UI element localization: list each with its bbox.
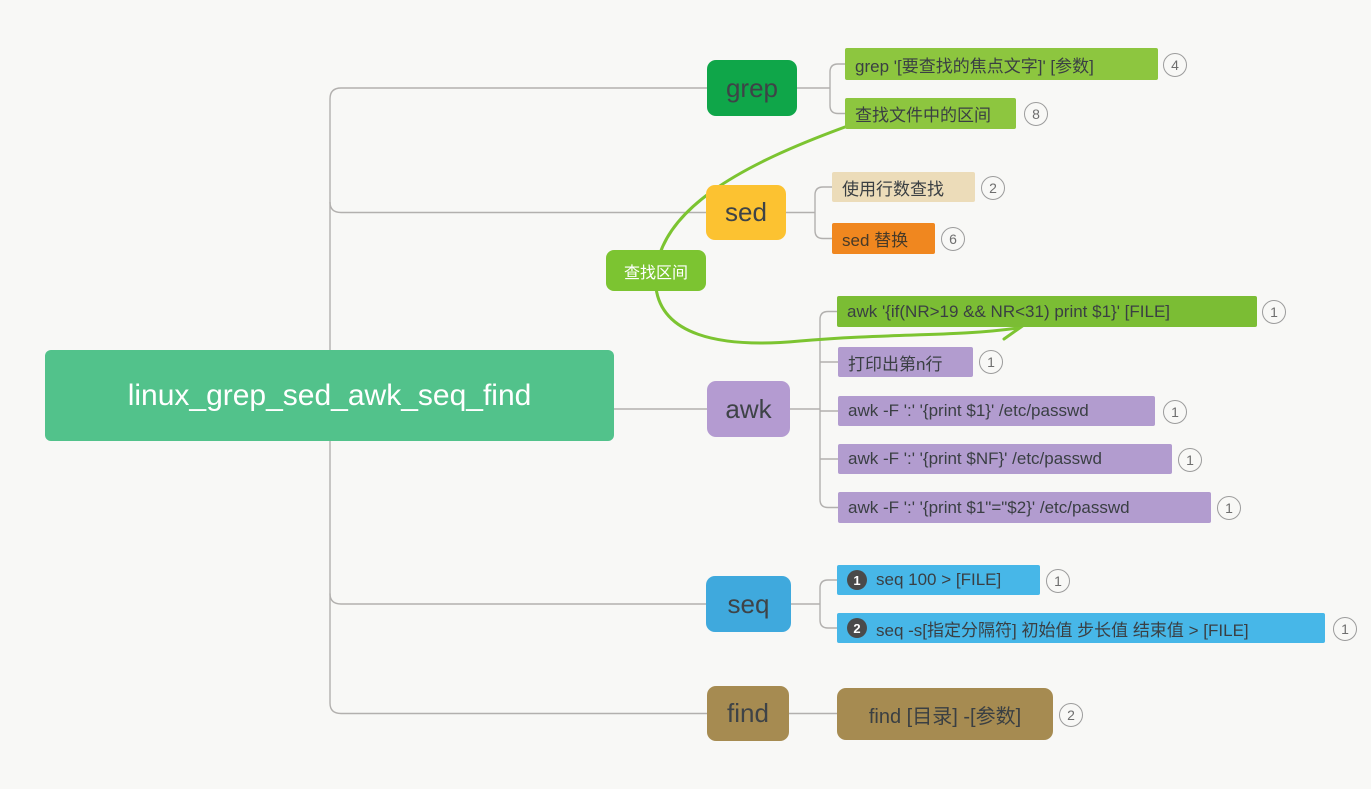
grep-child-range[interactable]: 查找文件中的区间 [845,98,1016,129]
count-badge[interactable]: 4 [1163,53,1187,77]
count-badge[interactable]: 2 [981,176,1005,200]
branch-line-sed [329,201,706,214]
spine-line [329,87,707,715]
branch-line-seq [329,593,706,605]
branch-seq[interactable]: seq [706,576,791,632]
find-child-command[interactable]: find [目录] -[参数] [837,688,1053,740]
root-topic[interactable]: linux_grep_sed_awk_seq_find [45,350,614,441]
priority-marker: 2 [847,618,867,638]
priority-marker: 1 [847,570,867,590]
awk-child-print-nth[interactable]: 打印出第n行 [838,347,973,377]
branch-find[interactable]: find [707,686,789,741]
awk-child-print-nf[interactable]: awk -F ':' '{print $NF}' /etc/passwd [838,444,1172,474]
awk-child-print-eq[interactable]: awk -F ':' '{print $1"="$2}' /etc/passwd [838,492,1211,523]
count-badge[interactable]: 1 [979,350,1003,374]
branch-awk-label: awk [725,393,772,424]
branch-grep[interactable]: grep [707,60,797,116]
count-badge[interactable]: 6 [941,227,965,251]
branch-sed[interactable]: sed [706,185,786,240]
count-badge[interactable]: 1 [1217,496,1241,520]
awk-child-print1[interactable]: awk -F ':' '{print $1}' /etc/passwd [838,396,1155,426]
count-badge[interactable]: 1 [1178,448,1202,472]
relationship-label[interactable]: 查找区间 [606,250,706,291]
count-badge[interactable]: 2 [1059,703,1083,727]
count-badge[interactable]: 1 [1046,569,1070,593]
root-topic-label: linux_grep_sed_awk_seq_find [127,378,532,412]
count-badge[interactable]: 1 [1262,300,1286,324]
branch-grep-label: grep [725,72,779,103]
seq-child-basic[interactable]: 1 seq 100 > [FILE] [837,565,1040,595]
branch-seq-label: seq [727,588,770,619]
branch-sed-label: sed [725,197,767,227]
grep-child-command[interactable]: grep '[要查找的焦点文字]' [参数] [845,48,1158,80]
count-badge[interactable]: 1 [1163,400,1187,424]
sed-child-replace[interactable]: sed 替换 [832,223,935,254]
sed-child-linenum[interactable]: 使用行数查找 [832,172,975,202]
count-badge[interactable]: 1 [1333,617,1357,641]
count-badge[interactable]: 8 [1024,102,1048,126]
branch-awk[interactable]: awk [707,381,790,437]
seq-child-separator[interactable]: 2 seq -s[指定分隔符] 初始值 步长值 结束值 > [FILE] [837,613,1325,643]
branch-find-label: find [727,698,769,728]
awk-child-nr-range[interactable]: awk '{if(NR>19 && NR<31) print $1}' [FIL… [837,296,1257,327]
